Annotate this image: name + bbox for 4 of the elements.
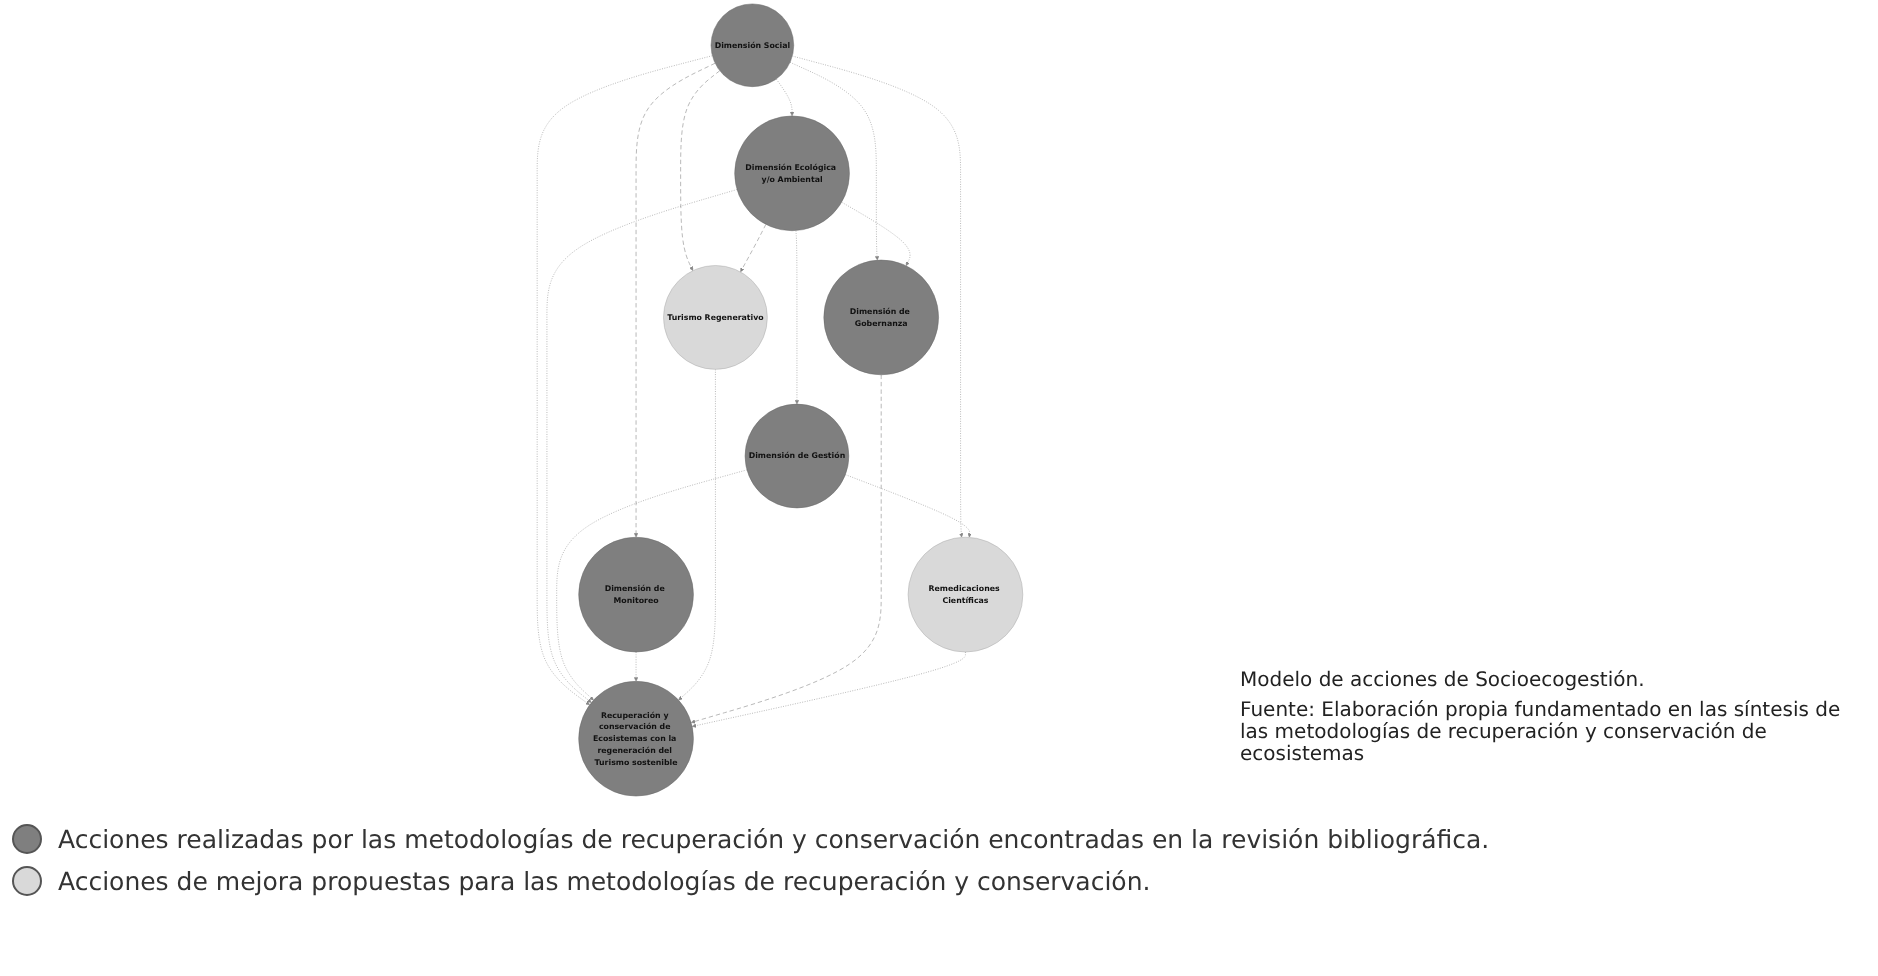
source-note: Fuente: Elaboración propia fundamentado en las síntesis de las metodologías de recuperación y conservación de ecosistemas xyxy=(1240,700,1843,766)
caption: Modelo de acciones de Socioecogestión. xyxy=(1240,670,1647,692)
legend-text: Acciones realizadas por las metodologías de recuperación y conservación encontradas en la revisión bibliográfica. xyxy=(58,824,1490,854)
legend-text: Acciones de mejora propuestas para las metodologías de recuperación y conservación. xyxy=(58,866,1151,896)
